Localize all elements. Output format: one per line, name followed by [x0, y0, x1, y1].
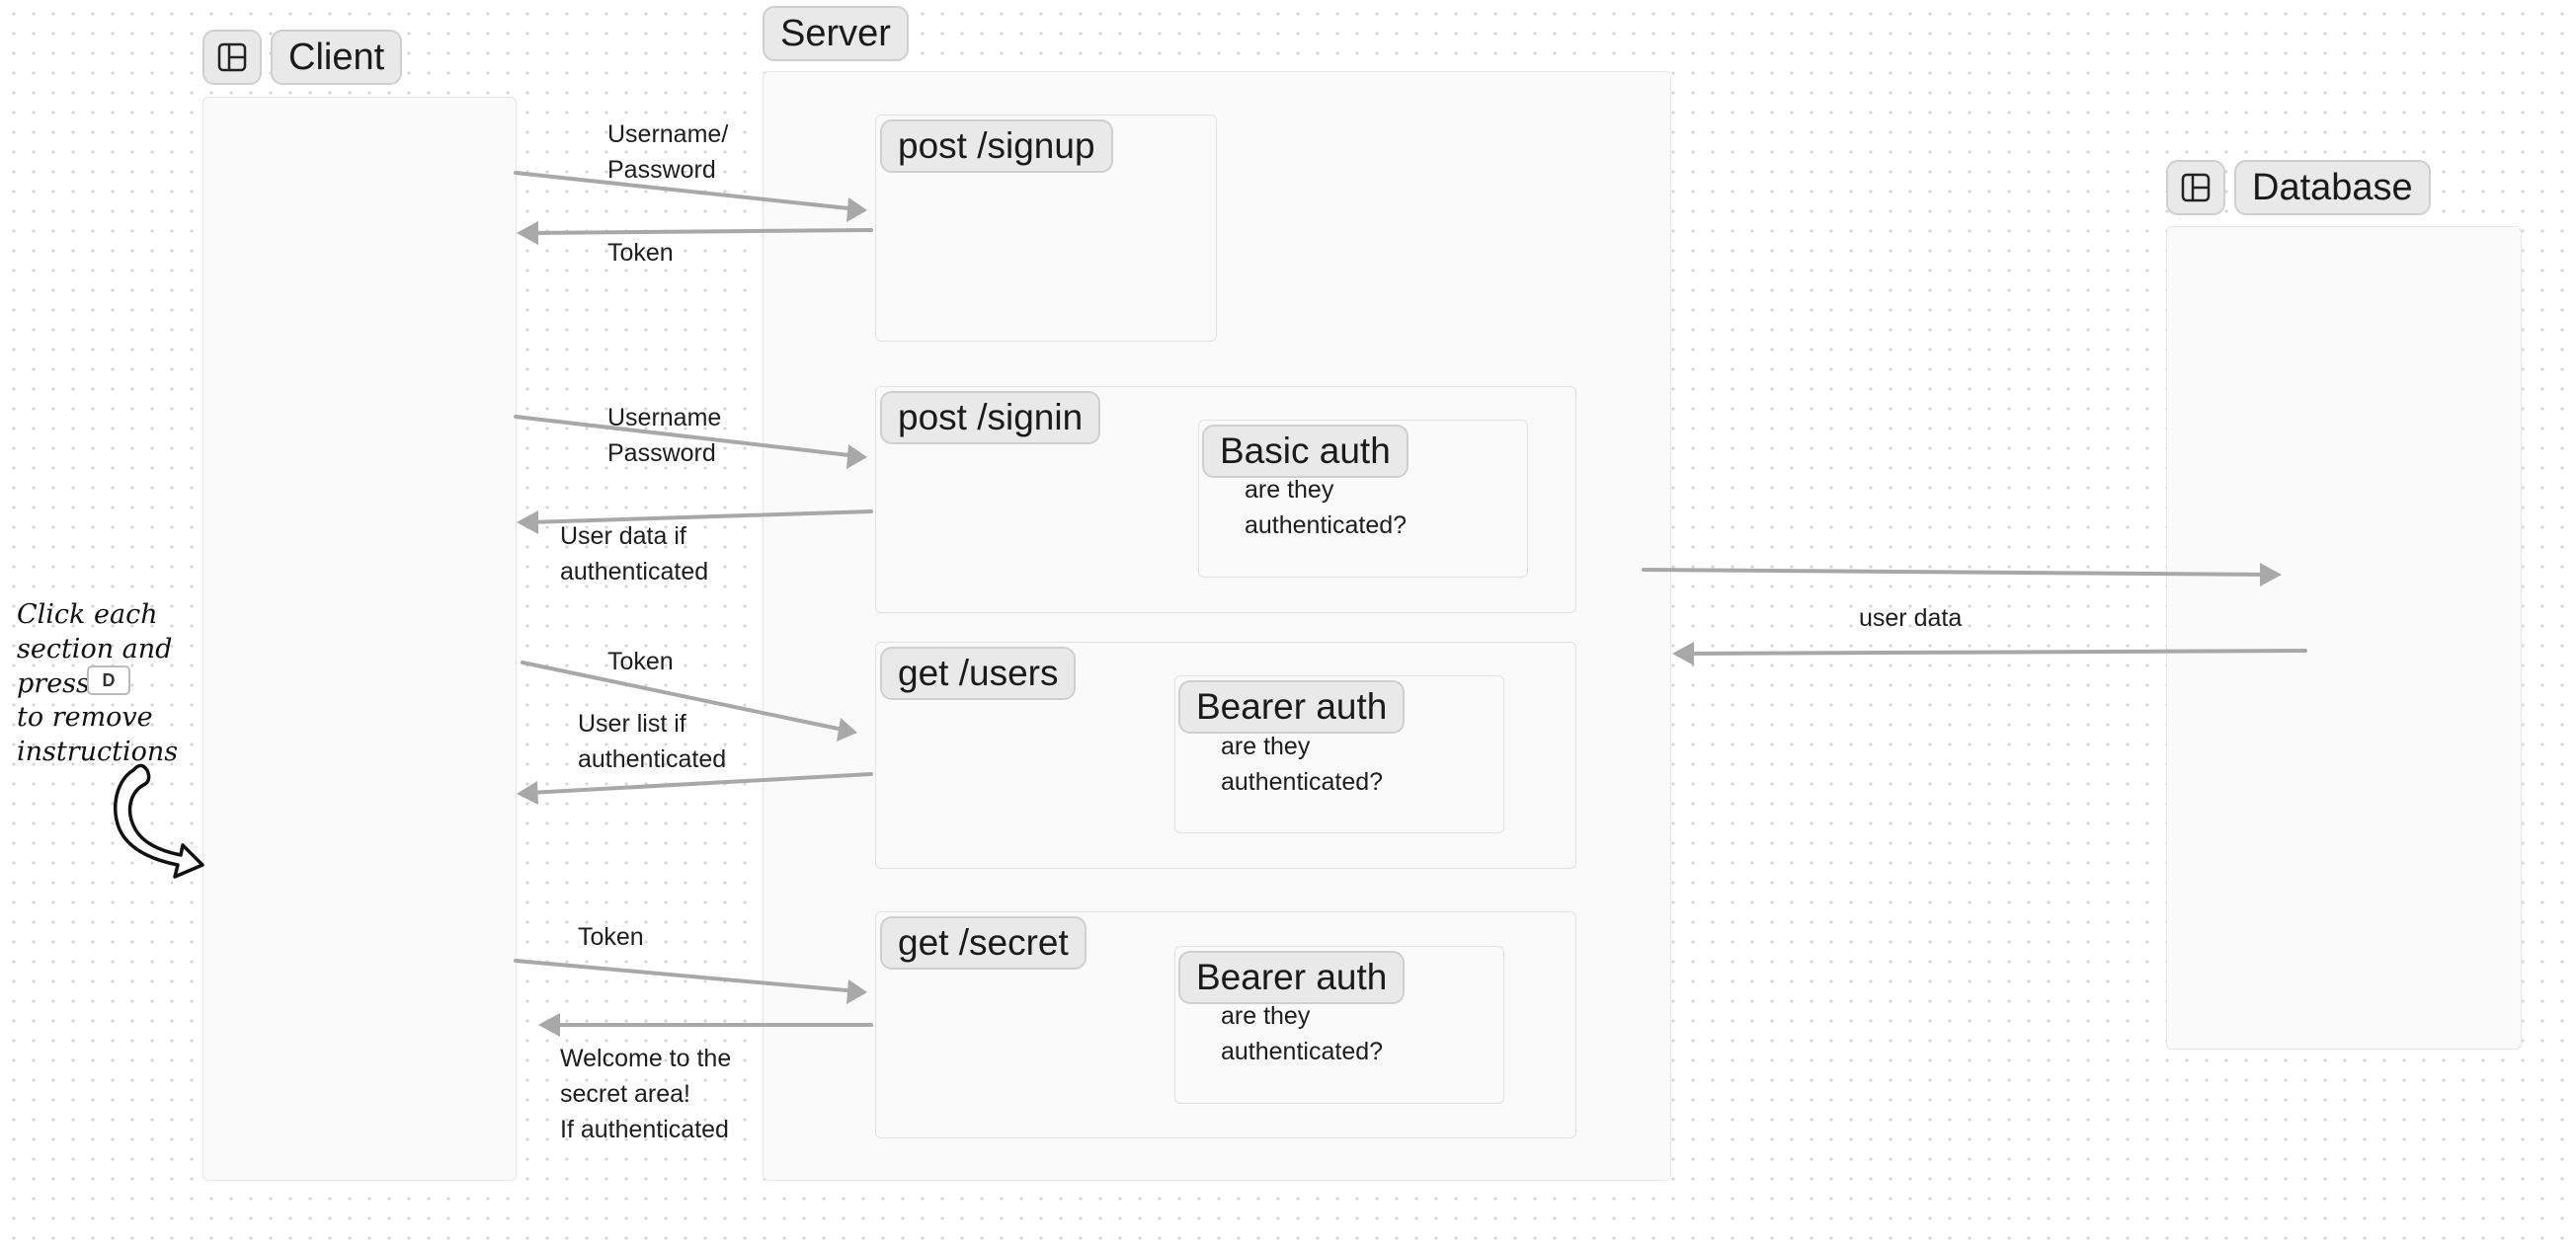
- arrow-signin-request[interactable]: [514, 415, 867, 469]
- arrow-users-response[interactable]: [517, 772, 873, 805]
- instructions-line-2[interactable]: section and: [17, 634, 173, 664]
- basic-auth-text: are they authenticated?: [1245, 476, 1408, 539]
- users-request-label: Token: [607, 648, 674, 675]
- arrow-db-request[interactable]: [1642, 563, 2282, 586]
- bearer-auth-users-text: are they authenticated?: [1221, 733, 1384, 796]
- database-frame-title[interactable]: Database: [2234, 160, 2431, 215]
- users-endpoint-title[interactable]: get /users: [880, 647, 1077, 700]
- arrow-signin-response[interactable]: [517, 509, 873, 534]
- arrow-users-request[interactable]: [521, 661, 857, 742]
- instructions-line-4[interactable]: to remove: [17, 702, 153, 733]
- database-frame[interactable]: [2166, 226, 2522, 1050]
- instructions-line-3[interactable]: press: [17, 668, 90, 699]
- secret-endpoint-title[interactable]: get /secret: [880, 916, 1087, 970]
- client-frame[interactable]: [202, 97, 517, 1181]
- instructions-line-5[interactable]: instructions: [17, 737, 179, 767]
- curved-arrow-icon: [113, 763, 204, 879]
- client-frame-title[interactable]: Client: [271, 30, 403, 85]
- database-frame-toggle-button[interactable]: [2166, 160, 2225, 215]
- bearer-auth-secret-title[interactable]: Bearer auth: [1178, 951, 1406, 1004]
- arrow-signup-response[interactable]: [517, 221, 873, 245]
- signup-request-label: Username/ Password: [607, 120, 729, 184]
- basic-auth-title[interactable]: Basic auth: [1202, 425, 1409, 478]
- db-response-label: user data: [1859, 604, 1963, 632]
- client-frame-toggle-button[interactable]: [202, 30, 262, 85]
- keyboard-key-d: D: [87, 665, 130, 695]
- arrow-secret-response[interactable]: [538, 1013, 873, 1037]
- instructions-line-1[interactable]: Click each: [17, 599, 158, 630]
- layout-panel-icon: [217, 42, 247, 72]
- signup-response-label: Token: [607, 239, 674, 267]
- arrow-secret-request[interactable]: [514, 959, 867, 1004]
- signin-request-label: Username Password: [607, 404, 722, 467]
- arrow-db-response[interactable]: [1672, 642, 2307, 665]
- arrow-signup-request[interactable]: [514, 171, 867, 222]
- signin-response-label: User data if authenticated: [560, 522, 709, 586]
- signin-endpoint-title[interactable]: post /signin: [880, 391, 1101, 444]
- users-response-label: User list if authenticated: [578, 710, 727, 773]
- signup-endpoint-title[interactable]: post /signup: [880, 119, 1113, 173]
- secret-request-label: Token: [578, 923, 644, 951]
- server-frame-title[interactable]: Server: [763, 6, 909, 61]
- layout-panel-icon: [2181, 173, 2211, 202]
- secret-response-label: Welcome to the secret area! If authentic…: [560, 1045, 732, 1143]
- bearer-auth-users-title[interactable]: Bearer auth: [1178, 680, 1406, 734]
- bearer-auth-secret-text: are they authenticated?: [1221, 1002, 1384, 1065]
